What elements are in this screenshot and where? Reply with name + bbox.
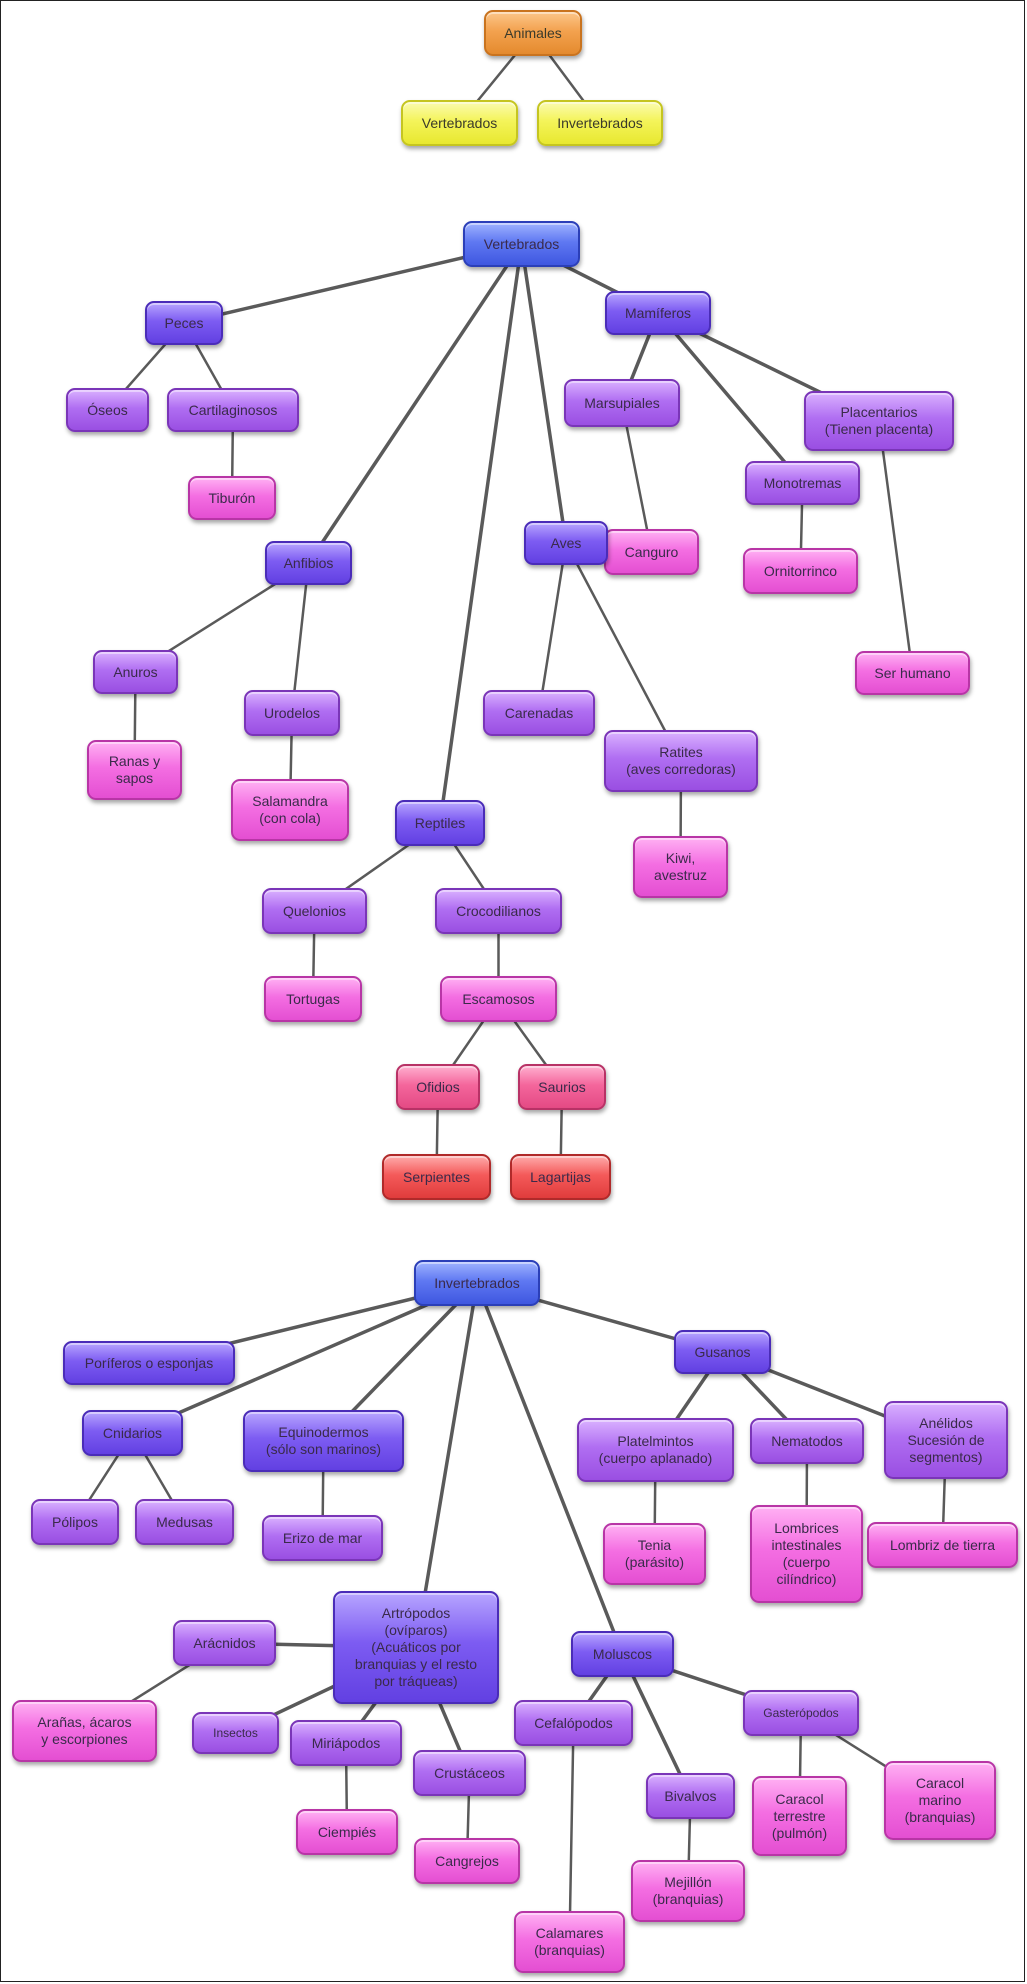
node-mejillon: Mejillón (branquias) <box>631 1860 745 1922</box>
node-caracolt: Caracol terrestre (pulmón) <box>752 1776 847 1856</box>
link-aves-ratites <box>564 541 683 763</box>
node-anelidos: Anélidos Sucesión de segmentos) <box>884 1401 1008 1479</box>
node-crust: Crustáceos <box>413 1750 526 1796</box>
link-cefalo-calamares <box>568 1721 575 1944</box>
node-lombtierra: Lombriz de tierra <box>867 1522 1018 1568</box>
node-urodelos: Urodelos <box>244 690 340 736</box>
node-anfibios: Anfibios <box>265 541 352 585</box>
node-ofidios: Ofidios <box>396 1064 480 1110</box>
node-miriap: Miriápodos <box>290 1720 402 1766</box>
link-vert-reptiles <box>438 242 524 825</box>
node-mamiferos: Mamíferos <box>605 291 711 335</box>
node-ciempies: Ciempiés <box>296 1809 398 1855</box>
node-quelonios: Quelonios <box>262 888 367 934</box>
node-aranas: Arañas, ácaros y escorpiones <box>12 1700 157 1762</box>
node-gusanos: Gusanos <box>674 1330 771 1374</box>
node-salam: Salamandra (con cola) <box>231 779 349 841</box>
node-caracolm: Caracol marino (branquias) <box>884 1761 996 1840</box>
node-marsup: Marsupiales <box>564 379 680 427</box>
node-cefalo: Cefalópodos <box>514 1700 633 1746</box>
node-cartil: Cartilaginosos <box>167 388 299 432</box>
node-saurios: Saurios <box>518 1064 606 1110</box>
node-lombint: Lombrices intestinales (cuerpo cilíndric… <box>750 1505 863 1603</box>
node-platel: Platelmintos (cuerpo aplanado) <box>577 1418 734 1482</box>
node-monotr: Monotremas <box>745 461 860 505</box>
node-polipos: Pólipos <box>31 1499 119 1545</box>
node-vert0: Vertebrados <box>401 100 518 146</box>
node-medusas: Medusas <box>135 1499 234 1545</box>
node-cocodril: Crocodilianos <box>435 888 562 934</box>
link-vert-anfibios <box>306 242 524 565</box>
link-vert-aves <box>519 242 568 545</box>
node-reptiles: Reptiles <box>395 800 485 846</box>
link-placent-humano <box>877 419 914 675</box>
node-invert: Invertebrados <box>414 1260 540 1306</box>
node-invert0: Invertebrados <box>537 100 663 146</box>
node-tortugas: Tortugas <box>264 976 362 1022</box>
node-canguro: Canguro <box>604 529 699 575</box>
node-cangrejos: Cangrejos <box>414 1838 520 1884</box>
link-mamiferos-monotr <box>656 311 805 485</box>
link-aves-carenadas <box>537 541 568 715</box>
node-cnidarios: Cnidarios <box>82 1410 183 1456</box>
link-invert-moluscos <box>475 1281 625 1656</box>
node-serpientes: Serpientes <box>382 1154 491 1200</box>
node-anuros: Anuros <box>93 650 178 694</box>
node-equino: Equinodermos (sólo son marinos) <box>243 1410 404 1472</box>
node-peces: Peces <box>145 301 223 345</box>
node-oseos: Óseos <box>66 388 149 432</box>
node-gaster: Gasterópodos <box>743 1690 859 1736</box>
link-moluscos-bivalvos <box>620 1652 693 1798</box>
node-moluscos: Moluscos <box>571 1631 674 1677</box>
node-ornito: Ornitorrinco <box>743 548 858 594</box>
node-animales: Animales <box>484 10 582 56</box>
node-bivalvos: Bivalvos <box>646 1773 735 1819</box>
link-anfibios-urodelos <box>290 561 310 715</box>
node-erizo: Erizo de mar <box>262 1515 383 1561</box>
node-calamares: Calamares (branquias) <box>514 1911 625 1973</box>
node-ranas: Ranas y sapos <box>87 740 182 800</box>
node-insectos: Insectos <box>192 1712 279 1754</box>
link-invert-cnidarios <box>130 1281 479 1435</box>
node-aves: Aves <box>524 521 608 565</box>
node-kiwi: Kiwi, avestruz <box>633 836 728 898</box>
node-placent: Placentarios (Tienen placenta) <box>804 391 954 451</box>
node-humano: Ser humano <box>855 651 970 695</box>
node-lagartijas: Lagartijas <box>510 1154 611 1200</box>
node-escamosos: Escamosos <box>440 976 557 1022</box>
node-carenadas: Carenadas <box>483 690 595 736</box>
node-artro: Artrópodos (ovíparos) (Acuáticos por bra… <box>333 1591 499 1704</box>
node-aracnidos: Arácnidos <box>173 1620 276 1666</box>
link-marsup-canguro <box>620 401 653 554</box>
link-invert-artro <box>414 1281 479 1650</box>
node-tenia: Tenia (parásito) <box>603 1523 706 1585</box>
node-ratites: Ratites (aves corredoras) <box>604 730 758 792</box>
node-tiburon: Tiburón <box>188 476 276 520</box>
node-nemat: Nematodos <box>750 1418 864 1464</box>
node-vert: Vertebrados <box>463 221 580 267</box>
node-poriferos: Poríferos o esponjas <box>63 1341 235 1385</box>
